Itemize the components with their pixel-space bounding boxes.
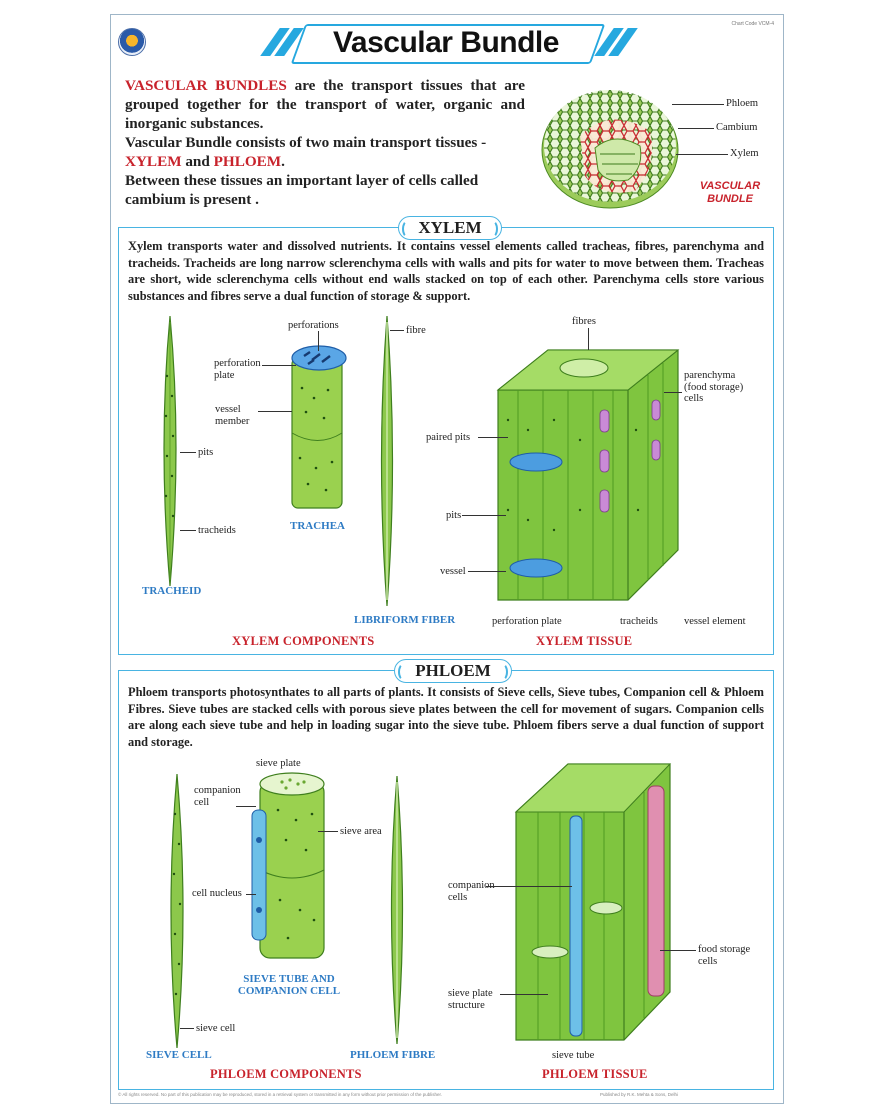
- intro-and: and: [181, 153, 214, 170]
- phloem-heading: PHLOEM: [394, 659, 512, 683]
- label-companion-cell: companion cell: [194, 785, 241, 808]
- title-banner: Vascular Bundle: [260, 24, 638, 64]
- publisher-logo-icon: [118, 28, 146, 56]
- label-fibre: fibre: [406, 325, 426, 336]
- libriform-fiber-illustration: [380, 315, 394, 607]
- footer-copyright: © All rights reserved. No part of this p…: [118, 1092, 442, 1097]
- label-cell-nucleus: cell nucleus: [192, 888, 242, 899]
- caption-xylem-tissue: XYLEM TISSUE: [536, 634, 633, 648]
- label-perforation-plate-tissue: perforation plate: [492, 616, 562, 627]
- label-pits-tissue: pits: [446, 510, 462, 521]
- label-pits: pits: [198, 447, 214, 458]
- intro-term: VASCULAR BUNDLES: [125, 77, 287, 94]
- sieve-cell-illustration: [170, 773, 184, 1049]
- label-vessel-member: vessel member: [215, 404, 250, 427]
- label-xylem: Xylem: [730, 148, 759, 159]
- label-sieve-cell: sieve cell: [196, 1023, 236, 1034]
- page-title: Vascular Bundle: [333, 26, 559, 59]
- intro-line-3: Between these tissues an important layer…: [125, 172, 479, 208]
- chart-code: Chart Code VCM-4: [731, 21, 774, 27]
- label-tracheids: tracheids: [198, 525, 236, 536]
- label-companion-cells: companion cells: [448, 880, 495, 903]
- caption-phloem-fibre: PHLOEM FIBRE: [350, 1049, 436, 1061]
- xylem-heading: XYLEM: [398, 216, 502, 240]
- phloem-tissue-illustration: [514, 763, 672, 1041]
- intro-text: VASCULAR BUNDLES are the transport tissu…: [125, 76, 525, 209]
- label-vessel: vessel: [440, 566, 466, 577]
- phloem-fibre-illustration: [390, 775, 404, 1045]
- caption-line-1: VASCULAR: [699, 180, 761, 192]
- vascular-bundle-caption: VASCULAR BUNDLE: [690, 180, 770, 206]
- caption-phloem-tissue: PHLOEM TISSUE: [542, 1067, 648, 1081]
- label-food-storage: food storage cells: [698, 944, 751, 967]
- label-cambium: Cambium: [716, 122, 758, 133]
- footer-publisher: Published by R.K. Mehta & Sons, Delhi: [600, 1092, 679, 1097]
- label-paired-pits: paired pits: [426, 432, 471, 443]
- intro-phloem: PHLOEM: [213, 153, 282, 170]
- intro-period: .: [281, 153, 285, 170]
- label-vessel-element: vessel element: [684, 616, 746, 627]
- label-parenchyma: parenchyma (food storage) cells: [684, 370, 744, 404]
- caption-sieve-cell: SIEVE CELL: [146, 1049, 212, 1061]
- caption-tracheid: TRACHEID: [142, 585, 202, 597]
- label-tracheids-tissue: tracheids: [620, 616, 658, 627]
- intro-line-2: Vascular Bundle consists of two main tra…: [125, 134, 487, 151]
- phloem-paragraph: Phloem transports photosynthates to all …: [128, 685, 764, 749]
- label-fibres: fibres: [572, 316, 596, 327]
- label-sieve-plate-structure: sieve plate structure: [448, 988, 493, 1011]
- intro-line-1: are the transport tissues that are group…: [125, 77, 525, 132]
- xylem-paragraph: Xylem transports water and dissolved nut…: [128, 239, 764, 303]
- label-sieve-area: sieve area: [340, 826, 382, 837]
- label-perforation-plate: perforation plate: [214, 358, 261, 381]
- vascular-bundle-illustration: [541, 90, 679, 209]
- label-perforations: perforations: [288, 320, 339, 331]
- label-sieve-tube: sieve tube: [552, 1050, 595, 1061]
- trachea-illustration: [291, 345, 347, 509]
- caption-sieve-tube: SIEVE TUBE AND COMPANION CELL: [234, 973, 344, 997]
- caption-sieve-tube-line-1: SIEVE TUBE AND: [243, 973, 335, 985]
- caption-line-2: BUNDLE: [707, 193, 753, 205]
- label-sieve-plate: sieve plate: [256, 758, 301, 769]
- tracheid-illustration: [163, 315, 177, 587]
- xylem-tissue-illustration: [496, 349, 680, 601]
- caption-libriform-fiber: LIBRIFORM FIBER: [354, 614, 456, 626]
- intro-xylem: XYLEM: [125, 153, 182, 170]
- label-phloem: Phloem: [726, 98, 759, 109]
- caption-phloem-components: PHLOEM COMPONENTS: [210, 1067, 362, 1081]
- sieve-tube-illustration: [251, 772, 325, 959]
- caption-xylem-components: XYLEM COMPONENTS: [232, 634, 375, 648]
- caption-trachea: TRACHEA: [290, 520, 346, 532]
- caption-sieve-tube-line-2: COMPANION CELL: [237, 984, 341, 997]
